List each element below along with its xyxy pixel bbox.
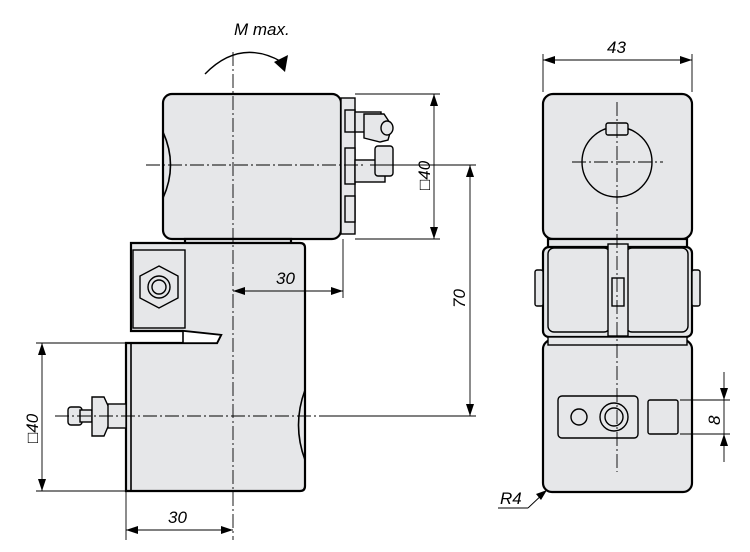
dim-width	[542, 54, 693, 92]
side-view: M max. □40 70 30	[23, 20, 476, 540]
dim-width-label: 43	[607, 38, 626, 57]
upper-clamp-block	[161, 92, 394, 247]
hinge-section	[534, 243, 701, 339]
moment-arrow	[204, 51, 288, 75]
lower-body	[67, 241, 307, 493]
dim-height	[320, 164, 476, 417]
dim-offset-mid-label: 30	[276, 269, 295, 288]
dim-square-top	[355, 93, 440, 240]
dim-offset-bottom-label: 30	[168, 508, 187, 527]
dim-slot	[680, 372, 730, 462]
dim-height-label: 70	[450, 289, 469, 308]
index-plunger	[67, 396, 127, 437]
dim-square-left-label: □40	[23, 413, 42, 443]
radius-leader	[498, 490, 547, 509]
dim-offset-mid	[233, 239, 344, 298]
dim-square-top-label: □40	[415, 160, 434, 190]
front-view: 43 8 R4	[498, 38, 730, 509]
dim-offset-bottom	[125, 491, 233, 540]
hex-bolt	[132, 249, 186, 329]
front-lower-block	[541, 336, 694, 494]
dim-slot-label: 8	[705, 415, 724, 425]
dim-square-left	[36, 342, 126, 492]
moment-label: M max.	[234, 20, 290, 39]
clamp-lever	[354, 111, 394, 183]
radius-label: R4	[500, 489, 522, 508]
